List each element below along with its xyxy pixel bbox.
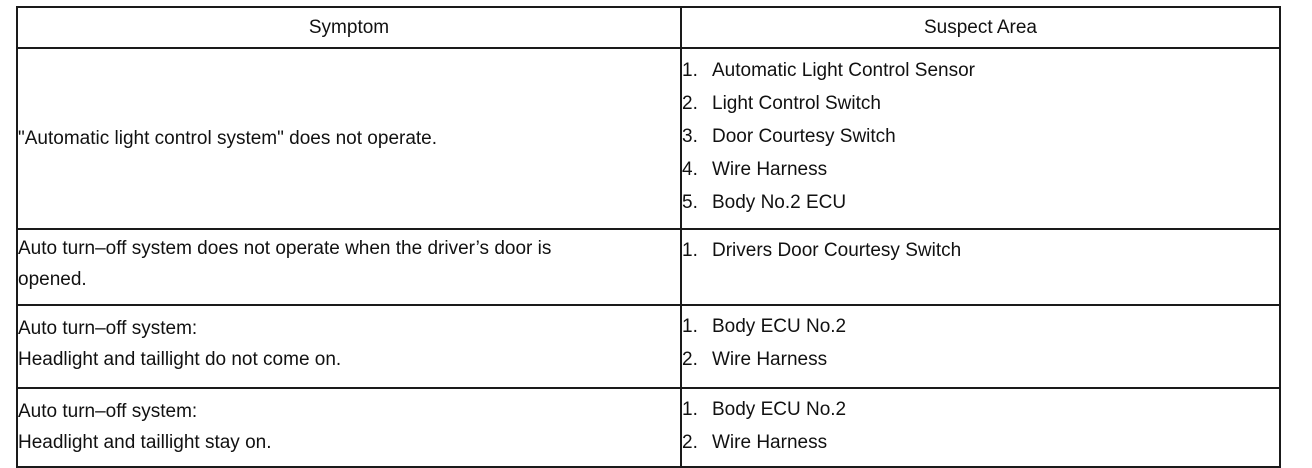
symptom-cell: Auto turn–off system: Headlight and tail… (16, 304, 682, 389)
header-row: Symptom Suspect Area (16, 6, 1281, 49)
suspect-area-header: Suspect Area (680, 6, 1281, 49)
suspect-item: 2. Wire Harness (682, 426, 1279, 459)
suspect-item: 1. Body ECU No.2 (682, 393, 1279, 426)
item-text: Wire Harness (712, 432, 828, 453)
table-row: Auto turn–off system: Headlight and tail… (16, 304, 1281, 389)
suspect-item: 1. Drivers Door Courtesy Switch (682, 234, 1279, 267)
item-number: 5. (682, 192, 698, 213)
item-text: Body No.2 ECU (712, 192, 847, 213)
item-number: 1. (682, 60, 698, 81)
item-text: Automatic Light Control Sensor (712, 60, 975, 81)
symptom-cell: Auto turn–off system: Headlight and tail… (16, 387, 682, 468)
suspect-area-cell: 1. Automatic Light Control Sensor 2. Light… (680, 47, 1281, 230)
symptom-text: opened. (18, 269, 87, 290)
symptom-cell: Auto turn–off system does not operate wh… (16, 228, 682, 306)
suspect-area-cell: 1. Drivers Door Courtesy Switch (680, 228, 1281, 306)
item-text: Body ECU No.2 (712, 316, 847, 337)
item-number: 4. (682, 159, 698, 180)
symptom-text: Headlight and taillight do not come on. (18, 349, 342, 370)
suspect-item: 2. Wire Harness (682, 343, 1279, 376)
symptom-cell: "Automatic light control system" does no… (16, 47, 682, 230)
suspect-item: 1. Automatic Light Control Sensor (682, 54, 1279, 87)
table-row: "Automatic light control system" does no… (16, 47, 1281, 230)
suspect-item: 3. Door Courtesy Switch (682, 120, 1279, 153)
suspect-area-cell: 1. Body ECU No.2 2. Wire Harness (680, 387, 1281, 468)
troubleshooting-table: Symptom Suspect Area "Automatic light co… (16, 6, 1281, 468)
symptom-text: Headlight and taillight stay on. (18, 432, 272, 453)
symptom-text: Auto turn–off system: (18, 401, 198, 422)
suspect-item: 1. Body ECU No.2 (682, 310, 1279, 343)
item-text: Drivers Door Courtesy Switch (712, 240, 962, 261)
symptom-text: Auto turn–off system does not operate wh… (18, 238, 552, 259)
suspect-item: 5. Body No.2 ECU (682, 186, 1279, 219)
suspect-item: 4. Wire Harness (682, 153, 1279, 186)
item-text: Body ECU No.2 (712, 399, 847, 420)
item-text: Light Control Switch (712, 93, 881, 114)
suspect-item: 2. Light Control Switch (682, 87, 1279, 120)
item-text: Door Courtesy Switch (712, 126, 896, 147)
item-number: 2. (682, 93, 698, 114)
item-number: 3. (682, 126, 698, 147)
item-text: Wire Harness (712, 349, 828, 370)
symptom-header: Symptom (16, 6, 682, 49)
item-number: 2. (682, 349, 698, 370)
item-number: 1. (682, 399, 698, 420)
suspect-area-cell: 1. Body ECU No.2 2. Wire Harness (680, 304, 1281, 389)
item-number: 1. (682, 316, 698, 337)
item-number: 2. (682, 432, 698, 453)
symptom-text: Auto turn–off system: (18, 318, 198, 339)
table-row: Auto turn–off system does not operate wh… (16, 228, 1281, 306)
table-row: Auto turn–off system: Headlight and tail… (16, 387, 1281, 468)
symptom-text: "Automatic light control system" does no… (18, 128, 438, 149)
item-text: Wire Harness (712, 159, 828, 180)
item-number: 1. (682, 240, 698, 261)
